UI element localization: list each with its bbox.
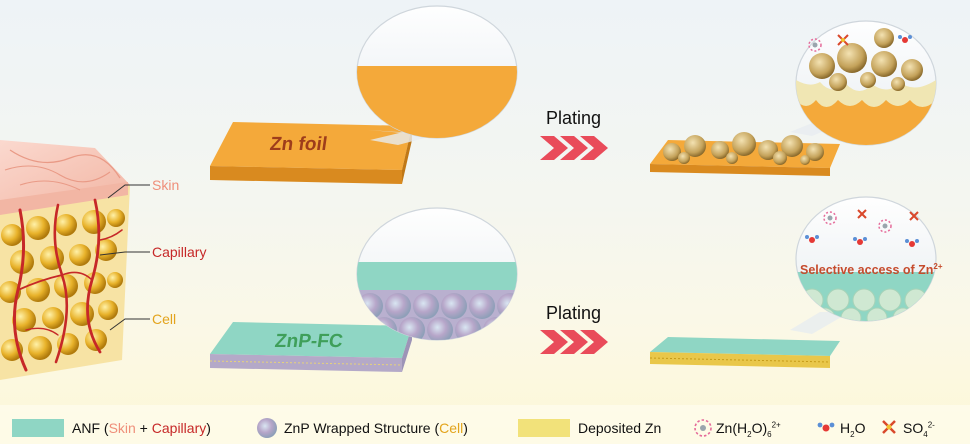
dendrite-zoom-bubble [795, 20, 937, 146]
legend-bar [0, 405, 970, 444]
tissue-block [0, 140, 150, 380]
water-icon-2 [805, 235, 819, 243]
label-plating-bottom: Plating [546, 303, 602, 323]
solvated-zn-ion-icon-3 [878, 219, 892, 233]
zn-foil-plate [210, 122, 412, 184]
dendrite-plate [650, 132, 840, 176]
legend-deposited-text: Deposited Zn [578, 420, 662, 436]
uniform-deposit-plate [649, 337, 840, 368]
legend-water-icon [817, 422, 835, 432]
legend-sulfate-text: SO42- [903, 420, 935, 439]
water-icon-3 [853, 237, 867, 245]
water-icon-4 [905, 239, 919, 247]
sulfate-icon-3 [909, 211, 919, 221]
solvated-zn-ion-icon-2 [823, 211, 837, 225]
legend-sulfate-icon [882, 420, 896, 434]
label-capillary: Capillary [152, 244, 207, 260]
solvated-zn-ion-icon [808, 38, 822, 52]
label-cell: Cell [152, 311, 177, 327]
zoom-cone-4 [790, 312, 850, 334]
capillaries [12, 198, 123, 372]
label-selective-access: Selective access of Zn2+ [800, 262, 943, 278]
sulfate-icon-2 [857, 209, 867, 219]
zn-foil-zoom-bubble [356, 5, 518, 139]
label-znp-fc: ZnP-FC [273, 331, 345, 352]
legend-zn-complex-icon [694, 419, 712, 437]
legend-znp-swatch [257, 418, 277, 438]
sulfate-icon [837, 34, 849, 46]
legend-zn-complex-text: Zn(H2O)62+ [716, 420, 781, 439]
legend-water-text: H2O [840, 420, 866, 439]
label-zn-foil: Zn foil [268, 134, 329, 155]
znp-fc-plate [209, 322, 412, 372]
legend-znp-text: ZnP Wrapped Structure (Cell) [284, 420, 468, 436]
plating-arrow-top [540, 136, 608, 160]
water-icon [898, 35, 912, 43]
plating-arrow-bottom [540, 330, 608, 354]
legend-anf-text: ANF (Skin + Capillary) [72, 420, 211, 436]
label-plating-top: Plating [546, 108, 602, 128]
legend-anf-swatch [12, 419, 64, 437]
label-skin: Skin [152, 177, 180, 193]
legend-deposited-swatch [518, 419, 570, 437]
